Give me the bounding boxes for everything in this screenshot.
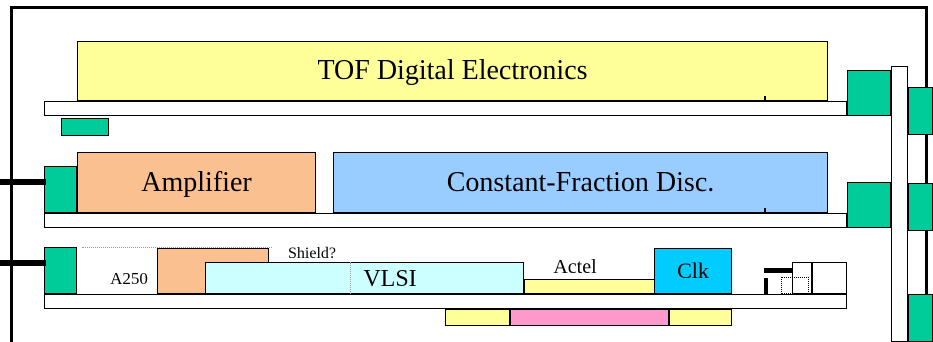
board-3-front-connector <box>44 247 77 294</box>
board-1-mark <box>764 96 766 102</box>
bottom-pink-strip <box>510 309 669 326</box>
actel-block <box>524 279 655 294</box>
board-3 <box>44 294 847 309</box>
constant-fraction-disc-label: Constant-Fraction Disc. <box>446 166 715 198</box>
board-3-edge-connector <box>812 262 847 294</box>
backplane-connector-middle <box>908 183 933 231</box>
vlsi-label: VLSI <box>363 265 417 292</box>
board-2-edge-connector <box>847 182 891 228</box>
amplifier-block <box>77 152 316 213</box>
tof-digital-electronics-label: TOF Digital Electronics <box>317 55 588 86</box>
backplane <box>891 66 908 342</box>
board-1 <box>44 101 847 116</box>
actel-label: Actel <box>553 255 597 278</box>
constant-fraction-disc-block <box>333 152 828 213</box>
a250-label: A250 <box>110 269 148 288</box>
bottom-yellow-strip-left <box>445 309 510 326</box>
board-1-bottom-connector <box>61 118 109 136</box>
amplifier-label: Amplifier <box>141 166 252 198</box>
board-2-mark <box>764 208 766 214</box>
vlsi-block <box>205 262 524 294</box>
clk-connector-top <box>764 268 792 273</box>
clk-connector-frame <box>792 262 812 294</box>
board-2-front-connector <box>44 166 77 213</box>
clk-block <box>654 248 732 294</box>
shield-label: Shield? <box>288 245 336 262</box>
backplane-connector-bottom <box>908 294 933 342</box>
board-2 <box>44 213 847 228</box>
shield-dotted-line <box>82 247 272 248</box>
enclosure-frame <box>10 6 928 342</box>
tof-digital-electronics-block <box>77 41 828 101</box>
clk-label: Clk <box>677 258 709 283</box>
shield-dotted-divider <box>350 262 351 294</box>
bottom-yellow-strip-right <box>669 309 732 326</box>
board-1-edge-connector <box>847 70 891 116</box>
board-3-front-cable <box>0 260 46 266</box>
backplane-connector-top <box>908 87 933 135</box>
board-2-front-cable <box>0 179 46 185</box>
clk-connector-stem <box>764 278 768 294</box>
